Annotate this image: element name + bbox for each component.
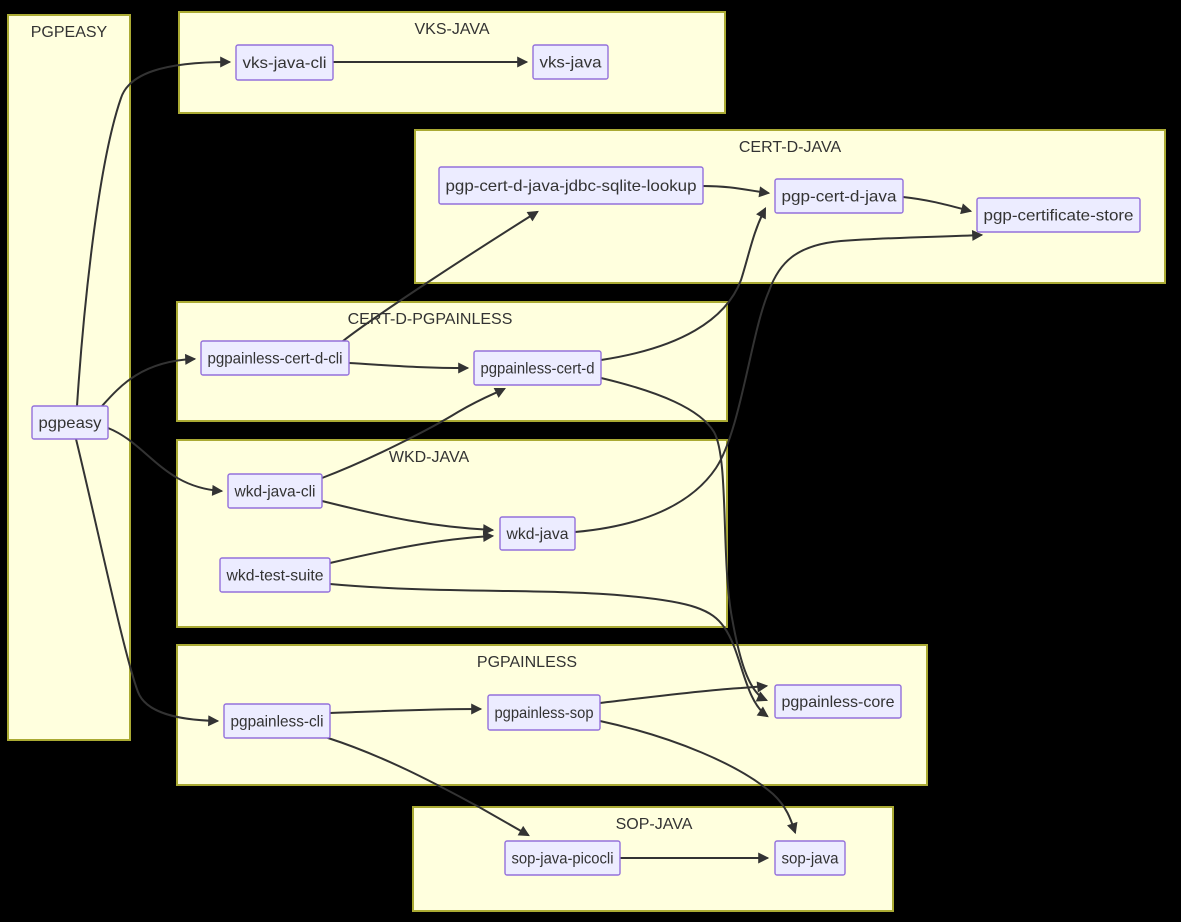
- edge-pgp-cert-d-java-to-pgp-certificate-store: [902, 196, 973, 215]
- edge-wkd-java-cli-to-pgpainless-cert-d: [321, 388, 506, 479]
- edge-pgpainless-cli-to-pgpainless-sop: [329, 703, 483, 715]
- node-label-pgpainless-cli: pgpainless-cli: [231, 714, 324, 731]
- node-pgpainless-cli: pgpainless-cli: [223, 703, 331, 739]
- node-label-vks-java: vks-java: [540, 55, 602, 72]
- edge-pgpainless-cert-d-cli-to-pgpainless-cert-d: [348, 362, 470, 374]
- edge-wkd-test-suite-to-wkd-java: [329, 530, 495, 564]
- cluster-box-WKD-JAVA: [176, 439, 728, 628]
- cluster-label-PGPEASY: PGPEASY: [31, 24, 108, 41]
- node-pgpainless-cert-d: pgpainless-cert-d: [473, 350, 602, 386]
- cluster-label-SOP-JAVA: SOP-JAVA: [616, 816, 693, 833]
- edge-wkd-java-to-pgp-certificate-store: [574, 229, 984, 533]
- node-box-pgpainless-sop: [487, 694, 601, 731]
- node-pgpainless-cert-d-cli: pgpainless-cert-d-cli: [200, 340, 350, 376]
- node-box-pgp-cert-d-java-jdbc-sqlite-lookup: [438, 166, 704, 205]
- edge-pgpeasy-to-pgpainless-cert-d-cli: [101, 353, 197, 407]
- node-label-wkd-java: wkd-java: [506, 526, 569, 543]
- node-box-sop-java-picocli: [504, 840, 621, 876]
- node-box-pgp-certificate-store: [976, 197, 1141, 233]
- node-label-pgpainless-core: pgpainless-core: [782, 694, 895, 711]
- node-box-pgpainless-cert-d-cli: [200, 340, 350, 376]
- node-box-pgpainless-cert-d: [473, 350, 602, 386]
- node-box-wkd-java-cli: [227, 473, 323, 509]
- node-pgp-cert-d-java-jdbc-sqlite-lookup: pgp-cert-d-java-jdbc-sqlite-lookup: [438, 166, 704, 205]
- edge-pgpainless-cert-d-to-pgpainless-core: [600, 377, 769, 702]
- edge-pgp-cert-d-java-jdbc-sqlite-lookup-to-pgp-cert-d-java: [702, 185, 771, 198]
- node-box-sop-java: [774, 840, 846, 876]
- node-box-pgpainless-core: [774, 684, 902, 719]
- node-wkd-test-suite: wkd-test-suite: [219, 557, 331, 593]
- edge-pgpeasy-to-pgpainless-cli: [75, 438, 220, 727]
- edges-layer: [75, 56, 984, 864]
- edge-pgpainless-cert-d-to-pgp-cert-d-java: [600, 207, 767, 361]
- node-label-pgpainless-cert-d-cli: pgpainless-cert-d-cli: [208, 351, 343, 368]
- clusters-layer: PGPEASY VKS-JAVA CERT-D-JAVA CERT-D-PGPAINL…: [7, 11, 1166, 912]
- cluster-label-VKS-JAVA: VKS-JAVA: [415, 21, 490, 38]
- node-sop-java: sop-java: [774, 840, 846, 876]
- node-pgpainless-sop: pgpainless-sop: [487, 694, 601, 731]
- edge-pgpeasy-to-wkd-java-cli: [107, 427, 224, 496]
- node-label-pgp-cert-d-java-jdbc-sqlite-lookup: pgp-cert-d-java-jdbc-sqlite-lookup: [446, 178, 697, 195]
- node-box-vks-java-cli: [235, 44, 334, 81]
- edge-pgpainless-sop-to-pgpainless-core: [599, 681, 769, 704]
- node-label-pgpainless-sop: pgpainless-sop: [495, 705, 594, 722]
- edge-pgpainless-cli-to-sop-java-picocli: [327, 737, 530, 837]
- edge-pgpainless-cert-d-cli-to-pgp-cert-d-java-jdbc-sqlite-lookup: [342, 210, 539, 342]
- node-label-vks-java-cli: vks-java-cli: [243, 55, 327, 72]
- nodes-layer: pgpeasy vks-java-cli vks-java pgp-cert-d-ja…: [31, 44, 1141, 876]
- edge-wkd-java-cli-to-wkd-java: [321, 500, 495, 536]
- edge-pgpainless-sop-to-sop-java: [599, 720, 798, 835]
- node-box-pgpainless-cli: [223, 703, 331, 739]
- node-label-pgp-cert-d-java: pgp-cert-d-java: [782, 189, 897, 206]
- node-label-pgp-certificate-store: pgp-certificate-store: [984, 208, 1134, 225]
- node-pgpainless-core: pgpainless-core: [774, 684, 902, 719]
- node-label-sop-java: sop-java: [782, 851, 839, 868]
- node-vks-java: vks-java: [532, 44, 609, 80]
- cluster-label-WKD-JAVA: WKD-JAVA: [389, 449, 470, 466]
- node-vks-java-cli: vks-java-cli: [235, 44, 334, 81]
- node-label-wkd-test-suite: wkd-test-suite: [226, 568, 324, 585]
- node-label-pgpainless-cert-d: pgpainless-cert-d: [481, 361, 595, 378]
- node-box-wkd-java: [499, 516, 576, 551]
- node-box-wkd-test-suite: [219, 557, 331, 593]
- cluster-label-CERT-D-JAVA: CERT-D-JAVA: [739, 139, 842, 156]
- node-pgp-cert-d-java: pgp-cert-d-java: [774, 178, 904, 214]
- node-label-pgpeasy: pgpeasy: [39, 415, 102, 432]
- node-label-wkd-java-cli: wkd-java-cli: [234, 484, 316, 501]
- node-box-pgpeasy: [31, 405, 109, 440]
- cluster-label-CERT-D-PGPAINLESS: CERT-D-PGPAINLESS: [348, 311, 513, 328]
- node-label-sop-java-picocli: sop-java-picocli: [512, 851, 614, 868]
- node-wkd-java-cli: wkd-java-cli: [227, 473, 323, 509]
- node-pgpeasy: pgpeasy: [31, 405, 109, 440]
- cluster-label-PGPAINLESS: PGPAINLESS: [477, 654, 577, 671]
- node-sop-java-picocli: sop-java-picocli: [504, 840, 621, 876]
- node-box-pgp-cert-d-java: [774, 178, 904, 214]
- edge-pgpeasy-to-vks-java-cli: [76, 56, 232, 407]
- node-pgp-certificate-store: pgp-certificate-store: [976, 197, 1141, 233]
- edge-wkd-test-suite-to-pgpainless-core: [329, 583, 769, 718]
- node-wkd-java: wkd-java: [499, 516, 576, 551]
- cluster-box-PGPEASY: [7, 14, 131, 741]
- node-box-vks-java: [532, 44, 609, 80]
